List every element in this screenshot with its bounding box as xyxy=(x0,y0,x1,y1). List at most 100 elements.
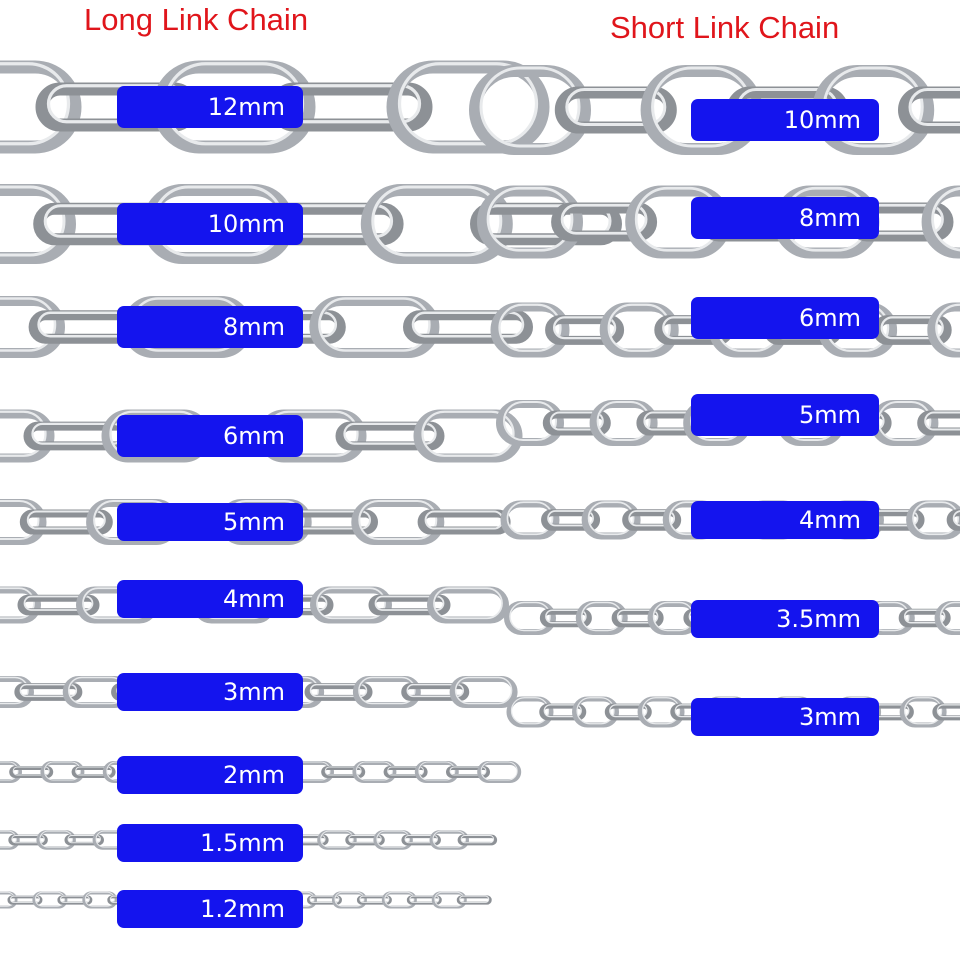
chain-link xyxy=(0,409,55,463)
chain-link-highlight xyxy=(935,303,960,352)
chain-link-highlight xyxy=(411,311,525,338)
chain-link-highlight xyxy=(43,761,81,781)
short-link-size-label: 10mm xyxy=(691,99,879,141)
chain-link-highlight xyxy=(952,510,960,527)
chain-link xyxy=(545,315,625,345)
chain-link xyxy=(7,895,43,905)
chain-link xyxy=(506,696,554,728)
long-link-size-label: 12mm xyxy=(117,86,303,128)
chain-link-highlight xyxy=(936,704,960,718)
chain-link xyxy=(899,696,947,728)
chain-link xyxy=(306,895,342,905)
chain-link xyxy=(622,509,682,531)
chain-link-highlight xyxy=(434,891,465,907)
chain-link xyxy=(403,310,533,344)
chain-link xyxy=(0,586,41,624)
chain-link xyxy=(490,302,570,358)
chain-link xyxy=(427,586,509,624)
chain-link-highlight xyxy=(384,891,415,907)
chain-link xyxy=(17,594,100,616)
chain-link xyxy=(0,891,18,909)
long-link-size-label: 1.2mm xyxy=(117,890,303,928)
chain-link xyxy=(414,761,459,783)
chain-link-highlight xyxy=(581,601,623,632)
chain-link xyxy=(917,410,960,436)
chain-link-highlight xyxy=(607,303,671,352)
long-link-size-label: 6mm xyxy=(117,415,303,457)
chain-link-highlight xyxy=(0,761,19,781)
chain-link-highlight xyxy=(449,766,487,776)
long-link-size-label: 8mm xyxy=(117,306,303,348)
chain-link xyxy=(352,676,421,708)
chain-link xyxy=(0,296,65,358)
chain-link xyxy=(14,683,83,701)
chain-link xyxy=(19,509,113,535)
short-link-size-label: 8mm xyxy=(691,197,879,239)
chain-link-highlight xyxy=(560,203,648,235)
chain-link xyxy=(351,499,445,545)
chain-link-highlight xyxy=(549,411,604,431)
chain-link-highlight xyxy=(59,895,90,903)
chain-link xyxy=(898,86,960,134)
chain-link xyxy=(554,86,677,134)
chain-link-highlight xyxy=(324,766,362,776)
chain-link-highlight xyxy=(12,766,50,776)
chain-link xyxy=(469,65,591,155)
chain-link xyxy=(9,765,54,779)
chain-link-highlight xyxy=(0,500,40,540)
chain-link-highlight xyxy=(545,609,587,624)
chain-link-highlight xyxy=(486,186,574,252)
chain-link xyxy=(0,761,22,783)
chain-link xyxy=(456,895,492,905)
chain-link xyxy=(496,400,564,446)
chain-link xyxy=(310,586,392,624)
chain-link xyxy=(401,834,441,846)
chain-link xyxy=(356,895,392,905)
chain-link-highlight xyxy=(587,501,635,536)
chain-link xyxy=(946,509,960,531)
chain-link xyxy=(345,834,385,846)
chain-link-highlight xyxy=(509,601,551,632)
chain-link xyxy=(898,608,951,628)
chain-link-highlight xyxy=(0,891,15,907)
chain-link xyxy=(611,608,664,628)
long-link-title: Long Link Chain xyxy=(84,2,309,37)
chain-link xyxy=(921,185,960,259)
chain-link-highlight xyxy=(0,830,17,848)
chain-link xyxy=(934,601,960,635)
short-link-size-label: 4mm xyxy=(691,501,879,539)
long-chain-1 xyxy=(0,184,622,264)
chain-link-highlight xyxy=(309,895,340,903)
chain-link-highlight xyxy=(576,697,615,725)
chain-link xyxy=(8,834,48,846)
chain-link xyxy=(383,765,428,779)
chain-link-highlight xyxy=(912,501,959,536)
chain-link xyxy=(539,608,592,628)
chain-link-highlight xyxy=(506,501,554,536)
chain-link xyxy=(57,895,93,905)
chain-link xyxy=(446,765,490,779)
chain-link-highlight xyxy=(641,697,681,725)
chain-link-highlight xyxy=(26,510,106,530)
chain-link xyxy=(500,500,560,540)
chain-link xyxy=(0,184,76,264)
chain-link-highlight xyxy=(334,891,365,907)
chain-link-highlight xyxy=(0,62,71,146)
chain-link-highlight xyxy=(421,410,515,457)
chain-link-highlight xyxy=(903,609,946,624)
chain-link xyxy=(304,683,373,701)
chain-link-highlight xyxy=(547,510,594,527)
chain-link-highlight xyxy=(67,835,101,844)
chain-link-highlight xyxy=(0,676,29,705)
chain-link xyxy=(82,891,118,909)
chain-link xyxy=(64,834,104,846)
chain-link xyxy=(32,891,68,909)
chain-link-highlight xyxy=(433,587,503,620)
chain-link xyxy=(413,409,523,463)
chain-link-highlight xyxy=(343,422,437,445)
chain-link xyxy=(406,895,442,905)
chain-link-highlight xyxy=(19,683,78,698)
chain-link xyxy=(542,410,611,436)
